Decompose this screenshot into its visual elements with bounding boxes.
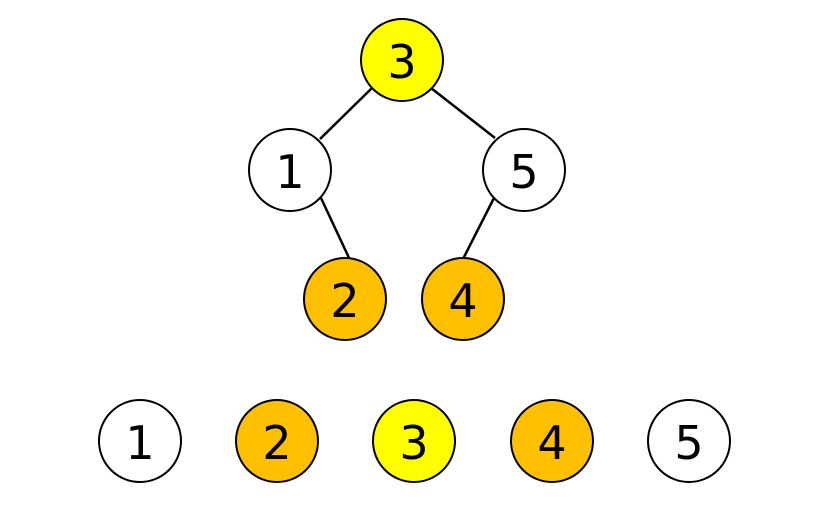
sequence-node-4-label: 4	[537, 416, 566, 470]
sorted-sequence: 1 2 3 4 5	[98, 399, 731, 483]
edge-3-1	[319, 87, 373, 140]
tree-node-4-circle	[421, 257, 505, 341]
sequence-node-4: 4	[510, 399, 594, 483]
sequence-node-3-circle	[372, 399, 456, 483]
sequence-node-5-label: 5	[674, 416, 703, 470]
tree-node-1-circle	[248, 128, 332, 212]
sequence-node-5-circle	[647, 399, 731, 483]
sequence-node-3-label: 3	[399, 416, 428, 470]
sequence-node-1-circle	[98, 399, 182, 483]
tree-node-4: 4	[421, 257, 505, 341]
tree-node-5-label: 5	[509, 145, 538, 199]
tree-node-3: 3	[360, 18, 444, 102]
sequence-node-5: 5	[647, 399, 731, 483]
tree-node-2-circle	[303, 257, 387, 341]
tree-node-2: 2	[303, 257, 387, 341]
tree-node-5: 5	[482, 128, 566, 212]
edge-3-5	[430, 87, 496, 139]
tree-node-1-label: 1	[275, 145, 304, 199]
edge-1-2	[319, 197, 352, 261]
sequence-node-2-label: 2	[262, 416, 291, 470]
tree-node-5-circle	[482, 128, 566, 212]
sequence-node-4-circle	[510, 399, 594, 483]
edge-5-4	[460, 197, 496, 262]
sequence-node-2-circle	[235, 399, 319, 483]
tree-nodes: 3 1 5 2 4	[248, 18, 566, 341]
tree-node-3-circle	[360, 18, 444, 102]
tree-node-1: 1	[248, 128, 332, 212]
sequence-node-2: 2	[235, 399, 319, 483]
sequence-node-1-label: 1	[125, 416, 154, 470]
tree-edges	[319, 87, 496, 262]
tree-node-2-label: 2	[330, 274, 359, 328]
sequence-node-1: 1	[98, 399, 182, 483]
tree-node-4-label: 4	[448, 274, 477, 328]
sequence-node-3: 3	[372, 399, 456, 483]
tree-node-3-label: 3	[387, 35, 416, 89]
